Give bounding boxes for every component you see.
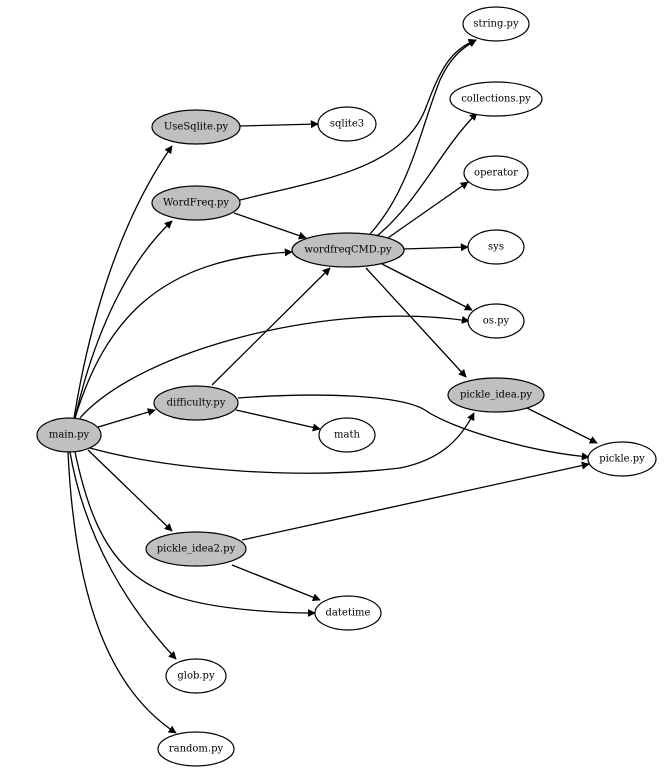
node-sqlite3-label: sqlite3 xyxy=(330,119,364,130)
edge-main-to-glob xyxy=(69,451,177,660)
node-random[interactable]: random.py xyxy=(157,731,235,767)
edge-wordfreqcmd-to-os xyxy=(381,263,473,311)
node-os[interactable]: os.py xyxy=(467,303,525,339)
edge-pickle-idea2-to-datetime xyxy=(231,564,321,602)
node-difficulty-label: difficulty.py xyxy=(167,398,226,409)
node-math[interactable]: math xyxy=(318,417,376,453)
node-sqlite3[interactable]: sqlite3 xyxy=(317,106,377,142)
node-usesqlite-label: UseSqlite.py xyxy=(164,122,229,133)
edge-pickle-idea2-to-pickle xyxy=(241,461,590,541)
edge-main-to-random xyxy=(67,451,177,734)
edge-difficulty-to-math xyxy=(235,409,321,432)
edge-pickle-idea-to-pickle xyxy=(526,407,598,444)
edge-main-to-datetime xyxy=(74,451,316,617)
edge-main-to-usesqlite xyxy=(73,145,173,419)
node-string[interactable]: string.py xyxy=(462,6,530,42)
node-math-label: math xyxy=(334,430,360,441)
node-datetime-label: datetime xyxy=(326,608,371,619)
node-glob-label: glob.py xyxy=(177,671,215,682)
node-operator-label: operator xyxy=(474,168,518,179)
nodes-layer: main.py UseSqlite.py WordFreq.py wordfre… xyxy=(36,6,657,767)
edge-difficulty-to-wordfreqcmd xyxy=(211,267,331,386)
node-wordfreqcmd[interactable]: wordfreqCMD.py xyxy=(291,232,405,268)
edge-difficulty-to-pickle xyxy=(237,394,590,461)
node-main[interactable]: main.py xyxy=(36,417,102,453)
node-usesqlite[interactable]: UseSqlite.py xyxy=(151,109,241,145)
edge-main-to-wordfreqcmd xyxy=(74,248,293,419)
edge-wordfreq-to-string xyxy=(239,38,477,201)
edge-wordfreqcmd-to-string xyxy=(369,39,477,235)
edge-main-to-difficulty xyxy=(94,408,156,429)
node-main-label: main.py xyxy=(49,430,90,441)
node-pickle-idea-label: pickle_idea.py xyxy=(460,390,532,401)
edge-wordfreq-to-wordfreqcmd xyxy=(233,212,307,240)
node-wordfreq[interactable]: WordFreq.py xyxy=(151,185,241,221)
node-wordfreqcmd-label: wordfreqCMD.py xyxy=(304,245,392,256)
node-os-label: os.py xyxy=(483,316,510,327)
edge-main-to-os xyxy=(79,315,470,419)
node-string-label: string.py xyxy=(473,19,519,30)
node-glob[interactable]: glob.py xyxy=(165,658,227,694)
edges-layer xyxy=(67,38,598,734)
node-pickle-idea2-label: pickle_idea2.py xyxy=(157,544,236,555)
node-sys-label: sys xyxy=(488,242,504,253)
node-random-label: random.py xyxy=(169,744,224,755)
edge-main-to-pickle-idea xyxy=(89,412,475,474)
node-operator[interactable]: operator xyxy=(463,155,529,191)
node-difficulty[interactable]: difficulty.py xyxy=(153,385,239,421)
edge-main-to-wordfreq xyxy=(74,220,173,419)
node-collections-label: collections.py xyxy=(461,94,531,105)
edge-wordfreqcmd-to-collections xyxy=(376,112,478,237)
edge-usesqlite-to-sqlite3 xyxy=(239,120,319,129)
edge-wordfreqcmd-to-pickle-idea xyxy=(365,267,467,378)
node-pickle[interactable]: pickle.py xyxy=(587,441,657,477)
node-pickle-idea2[interactable]: pickle_idea2.py xyxy=(145,531,247,567)
node-sys[interactable]: sys xyxy=(467,229,525,265)
edge-wordfreqcmd-to-sys xyxy=(402,243,469,252)
edge-main-to-pickle-idea2 xyxy=(87,449,173,532)
edge-wordfreqcmd-to-operator xyxy=(384,181,469,241)
node-pickle-idea[interactable]: pickle_idea.py xyxy=(447,377,545,413)
node-datetime[interactable]: datetime xyxy=(314,595,382,631)
node-wordfreq-label: WordFreq.py xyxy=(163,198,229,209)
node-collections[interactable]: collections.py xyxy=(449,81,543,117)
node-pickle-label: pickle.py xyxy=(599,454,645,465)
